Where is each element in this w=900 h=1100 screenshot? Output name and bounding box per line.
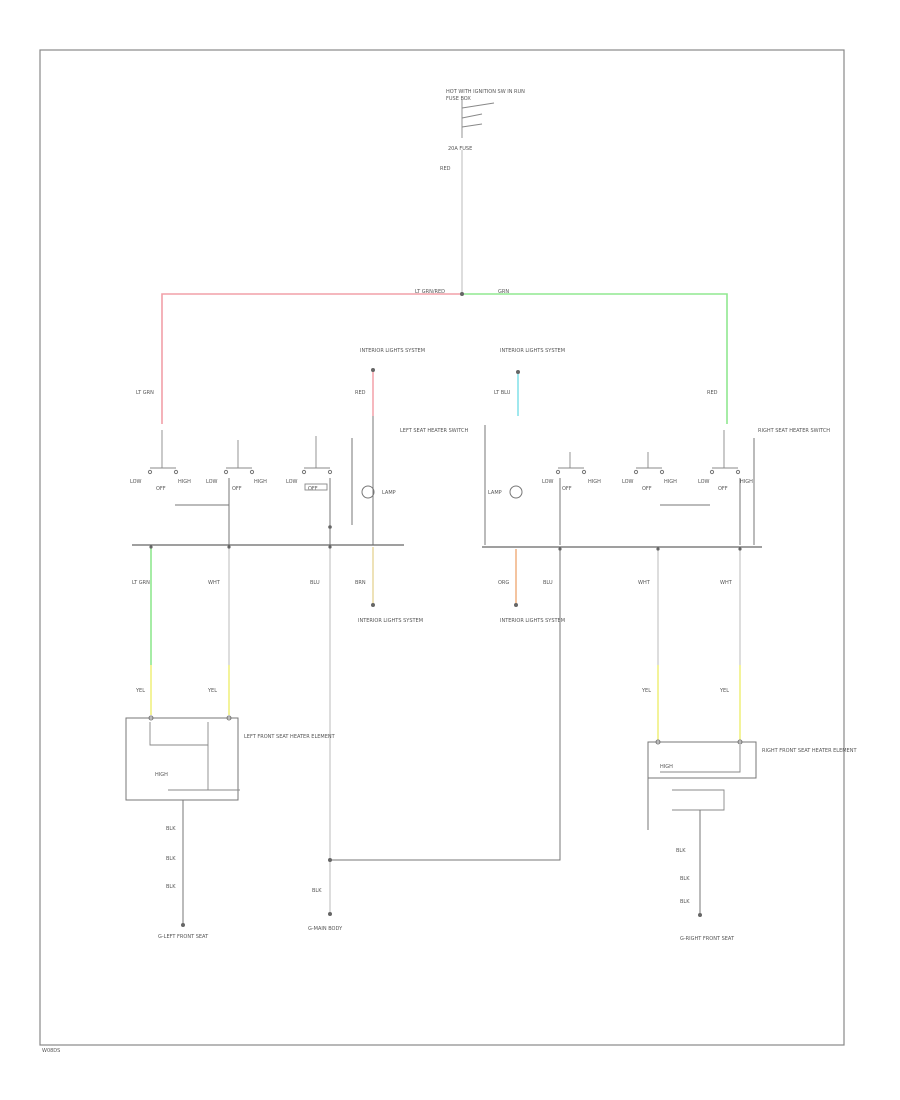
right-heater-label: RIGHT FRONT SEAT HEATER ELEMENT (762, 748, 857, 754)
left-green-tag: LT GRN (132, 580, 150, 586)
center-blue-tag-1: BLU (310, 580, 320, 586)
right-ground-tag-1: BLK (676, 848, 686, 854)
right-blue-wire (330, 549, 561, 861)
fuse-wire-label: RED (440, 166, 451, 172)
illum-right-wire-tag: LT BLU (494, 390, 511, 396)
left-heater-label: LEFT FRONT SEAT HEATER ELEMENT (244, 734, 336, 740)
left-ground-tag-1: BLK (166, 826, 176, 832)
right-sw1-low: LOW (542, 479, 554, 485)
left-yellow-tag-1: YEL (135, 688, 145, 694)
right-sw3-off: OFF (718, 486, 728, 492)
right-yellow-tag-2: YEL (719, 688, 729, 694)
ground-center-label: G-MAIN BODY (308, 926, 343, 932)
ground-left-label: G-LEFT FRONT SEAT (158, 934, 209, 940)
right-sw3-low: LOW (698, 479, 710, 485)
left-sw1-low: LOW (130, 479, 142, 485)
footer-label: W08DS (42, 1048, 60, 1054)
diagram-frame (39, 49, 845, 1046)
right-sw1-high: HIGH (588, 479, 601, 485)
right-wire-tag: RED (707, 390, 718, 396)
fuse-block: HOT WITH IGNITION SW IN RUN FUSE BOX 20A… (440, 89, 525, 293)
lamp-right-label: LAMP (488, 490, 502, 496)
right-white-tag: WHT (638, 580, 651, 586)
left-sw1-high: HIGH (178, 479, 191, 485)
pink-wire-top (161, 293, 462, 424)
right-sw3-high: HIGH (740, 479, 753, 485)
left-heater-inner-1: HIGH (155, 772, 168, 778)
left-ground-tag-3: BLK (166, 884, 176, 890)
right-sw2-off: OFF (642, 486, 652, 492)
left-sw3-low: LOW (286, 479, 298, 485)
right-seat-heater-switch: INTERIOR LIGHTS SYSTEM LT BLU LAMP LOW O… (482, 348, 830, 548)
center-ground-tag: BLK (312, 888, 322, 894)
left-sw1-off: OFF (156, 486, 166, 492)
right-switch-label: RIGHT SEAT HEATER SWITCH (758, 428, 830, 434)
left-white-tag: WHT (208, 580, 221, 586)
left-sw2-off: OFF (232, 486, 242, 492)
center-blue-tag-2: BLU (543, 580, 553, 586)
left-brn-tag: BRN (355, 580, 366, 586)
illum-left-bottom-label: INTERIOR LIGHTS SYSTEM (358, 618, 423, 624)
right-org-tag: ORG (498, 580, 509, 586)
right-white-tag-2: WHT (720, 580, 733, 586)
left-ground-tag-2: BLK (166, 856, 176, 862)
right-top-wire-label: GRN (498, 289, 509, 295)
illum-left-label: INTERIOR LIGHTS SYSTEM (360, 348, 425, 354)
ground-right-label: G-RIGHT FRONT SEAT (680, 936, 735, 942)
left-sw3-off: OFF (308, 486, 318, 492)
left-seat-heater-switch: INTERIOR LIGHTS SYSTEM RED LAMP LOW OFF … (130, 348, 468, 546)
right-ground-tag-2: BLK (680, 876, 690, 882)
left-yellow-tag-2: YEL (207, 688, 217, 694)
illum-left-wire-tag: RED (355, 390, 366, 396)
left-seat-heater-element: HIGH LEFT FRONT SEAT HEATER ELEMENT BLK … (125, 715, 336, 940)
left-switch-label: LEFT SEAT HEATER SWITCH (400, 428, 468, 434)
right-sw1-off: OFF (562, 486, 572, 492)
fuse-name-label: 20A FUSE (448, 146, 472, 152)
right-sw2-high: HIGH (664, 479, 677, 485)
left-wire-tag: LT GRN (136, 390, 154, 396)
fuse-box-label: FUSE BOX (446, 96, 471, 102)
green-wire-top (462, 293, 728, 424)
illum-right-label: INTERIOR LIGHTS SYSTEM (500, 348, 565, 354)
left-sw2-high: HIGH (254, 479, 267, 485)
right-yellow-tag-1: YEL (641, 688, 651, 694)
left-sw2-low: LOW (206, 479, 218, 485)
lamp-left-label: LAMP (382, 490, 396, 496)
top-fuse-label: HOT WITH IGNITION SW IN RUN (446, 89, 525, 95)
right-seat-heater-element: HIGH RIGHT FRONT SEAT HEATER ELEMENT BLK… (647, 739, 857, 942)
lamp-right-icon (509, 485, 523, 499)
right-heater-inner: HIGH (660, 764, 673, 770)
splice-node (460, 292, 464, 296)
right-sw2-low: LOW (622, 479, 634, 485)
illum-right-bottom-label: INTERIOR LIGHTS SYSTEM (500, 618, 565, 624)
lamp-left-icon (361, 485, 375, 499)
left-top-wire-label: LT GRN/RED (415, 289, 445, 295)
right-ground-tag-3: BLK (680, 899, 690, 905)
